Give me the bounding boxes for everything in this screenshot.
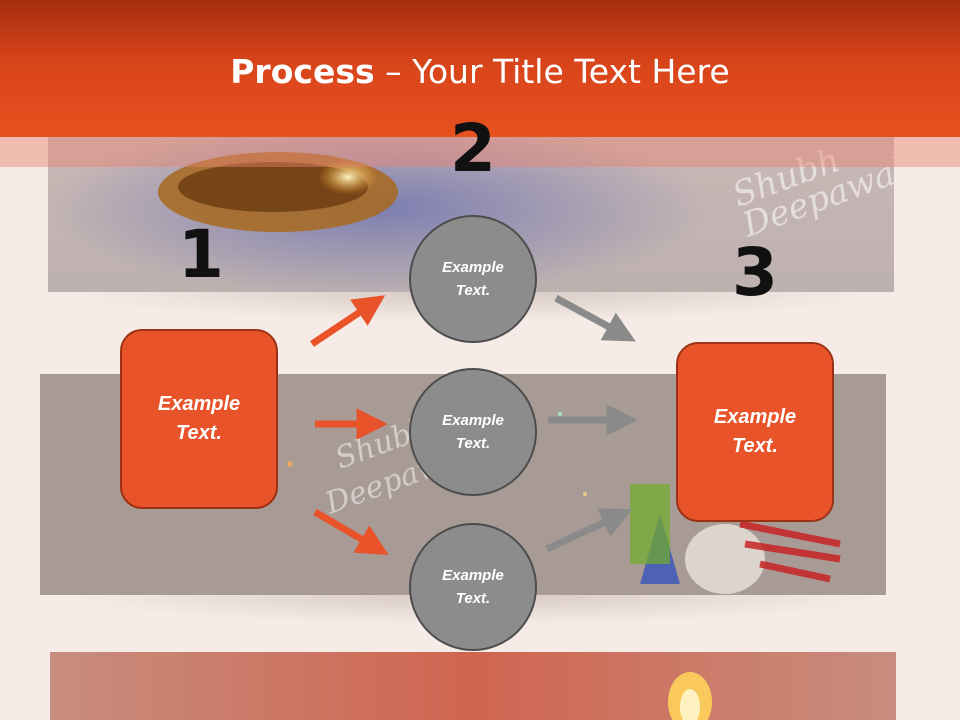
circle-bottom-line1: Example [442, 567, 504, 584]
background-photo-top: Shubh Deepawali [48, 137, 894, 292]
title-bold: Process [230, 52, 375, 91]
arrow-circle-bottom-to-3 [545, 508, 633, 553]
step-number-2: 2 [450, 110, 496, 187]
arrow-1-to-circle-bottom [313, 508, 389, 555]
circle-middle-line1: Example [442, 412, 504, 429]
circle-top-line2: Text. [455, 282, 491, 299]
circle-bottom-line2: Text. [455, 590, 491, 607]
diwali-lamp-image: Shubh Deepawali [48, 137, 894, 292]
title-rest: – Your Title Text Here [374, 52, 730, 91]
right-box-line2: Text. [732, 435, 778, 457]
left-process-box[interactable]: Example Text. [120, 329, 278, 509]
right-process-box[interactable]: Example Text. [676, 342, 834, 522]
left-box-line2: Text. [176, 422, 222, 444]
candle-image [668, 672, 712, 720]
left-box-line1: Example [157, 393, 241, 415]
step-number-3: 3 [732, 234, 778, 311]
slide-title[interactable]: Process – Your Title Text Here [0, 52, 960, 91]
right-box-line1: Example [713, 406, 797, 428]
circle-bottom[interactable]: Example Text. [409, 523, 537, 651]
arrow-circle-top-to-3 [554, 294, 636, 342]
circle-top-line1: Example [442, 259, 504, 276]
circle-top[interactable]: Example Text. [409, 215, 537, 343]
step-number-1: 1 [178, 216, 224, 293]
circle-middle[interactable]: Example Text. [409, 368, 537, 496]
title-bar: Process – Your Title Text Here [0, 0, 960, 137]
circle-middle-line2: Text. [455, 435, 491, 452]
header-strip [0, 137, 960, 167]
arrow-1-to-circle-top [310, 295, 386, 347]
background-photo-bottom [50, 652, 896, 720]
